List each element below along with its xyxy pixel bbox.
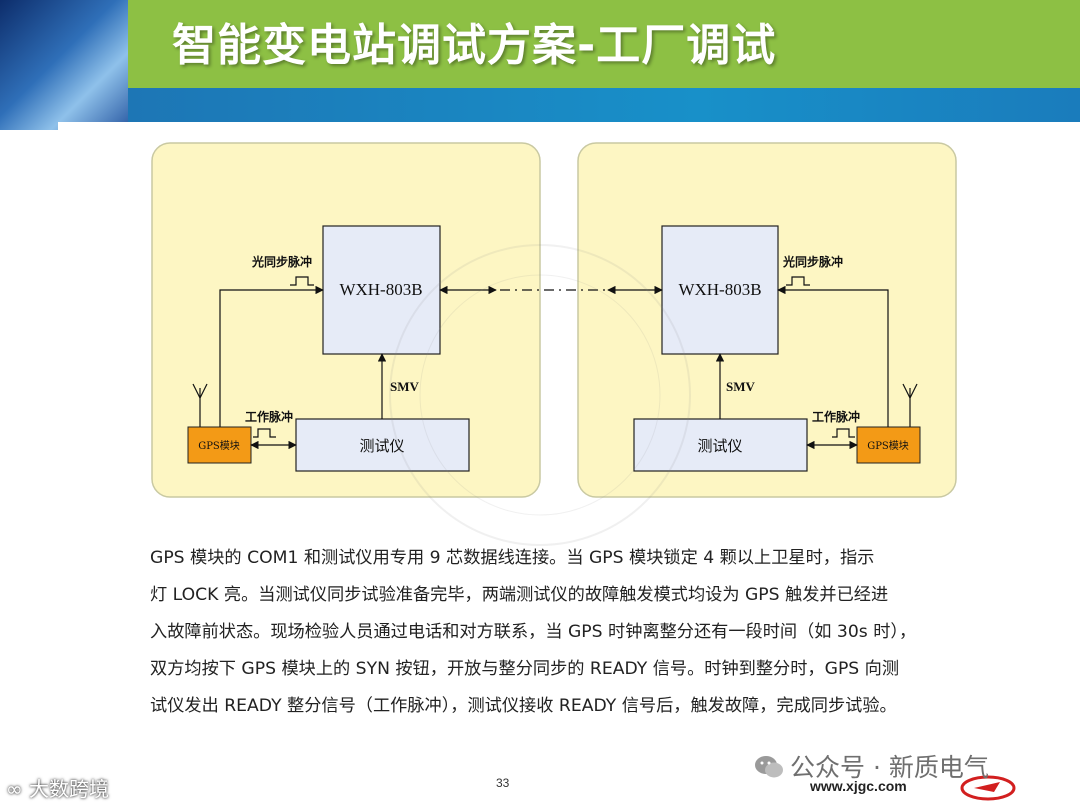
right-pulse-icon [786, 276, 810, 286]
right-gps-box [856, 426, 921, 464]
slide-header: 智能变电站调试方案-工厂调试 [0, 0, 1080, 130]
watermark-seal [389, 244, 691, 546]
company-logo-icon [960, 775, 1016, 801]
description-line: GPS 模块的 COM1 和测试仪用专用 9 芯数据线连接。当 GPS 模块锁定… [150, 548, 875, 568]
description-line: 试仪发出 READY 整分信号（工作脉冲），测试仪接收 READY 信号后，触发… [150, 696, 897, 716]
left-optical-sync-line [219, 285, 324, 427]
left-device-label: WXH-803B [339, 280, 422, 299]
left-smv-label: SMV [390, 379, 420, 394]
wechat-icon [755, 756, 783, 778]
left-antenna-icon [192, 383, 208, 427]
right-work-pulse-label: 工作脉冲 [812, 409, 860, 424]
left-panel: WXH-803B 测试仪 GPS模块 光同步脉冲 工作脉冲 SMV [151, 142, 541, 498]
description-line: 灯 LOCK 亮。当测试仪同步试验准备完毕，两端测试仪的故障触发模式均设为 GP… [150, 585, 889, 605]
infinity-icon: ∞ [6, 777, 23, 801]
slide-title: 智能变电站调试方案-工厂调试 [172, 20, 777, 71]
right-device-box [661, 225, 779, 355]
content-top-strip [58, 122, 992, 130]
description-line: 双方均按下 GPS 模块上的 SYN 按钮，开放与整分同步的 READY 信号。… [150, 659, 900, 679]
right-optical-sync-line [777, 285, 889, 427]
header-green-band [128, 0, 1080, 88]
right-smv-label: SMV [726, 379, 756, 394]
header-blue-band [128, 88, 1080, 122]
left-work-pulse-icon [253, 428, 276, 438]
left-tester-label: 测试仪 [359, 437, 404, 455]
right-device-label: WXH-803B [678, 280, 761, 299]
left-watermark: ∞ 大数跨境 [6, 772, 109, 806]
account-watermark: 公众号 · 新质电气 [790, 753, 989, 782]
right-tester-box [633, 418, 808, 472]
page-number: 33 [496, 776, 510, 790]
right-work-pulse-icon [832, 428, 855, 438]
right-panel: WXH-803B 测试仪 GPS模块 光同步脉冲 工作脉冲 SMV [577, 142, 957, 498]
right-gps-label: GPS模块 [867, 440, 909, 452]
left-optical-sync-label: 光同步脉冲 [251, 254, 312, 269]
header-photo [0, 0, 128, 130]
right-optical-sync-label: 光同步脉冲 [782, 254, 843, 269]
left-pulse-icon [290, 276, 314, 286]
site-url: www.xjgc.com [810, 778, 907, 794]
description-paragraph: GPS 模块的 COM1 和测试仪用专用 9 芯数据线连接。当 GPS 模块锁定… [150, 540, 940, 725]
right-antenna-icon [902, 383, 918, 427]
description-line: 入故障前状态。现场检验人员通过电话和对方联系，当 GPS 时钟离整分还有一段时间… [150, 622, 917, 642]
left-watermark-text: 大数跨境 [29, 777, 110, 801]
left-device-box [322, 225, 441, 355]
left-work-pulse-label: 工作脉冲 [245, 409, 293, 424]
right-tester-label: 测试仪 [697, 437, 742, 455]
left-gps-label: GPS模块 [198, 440, 240, 452]
left-gps-box [187, 426, 252, 464]
